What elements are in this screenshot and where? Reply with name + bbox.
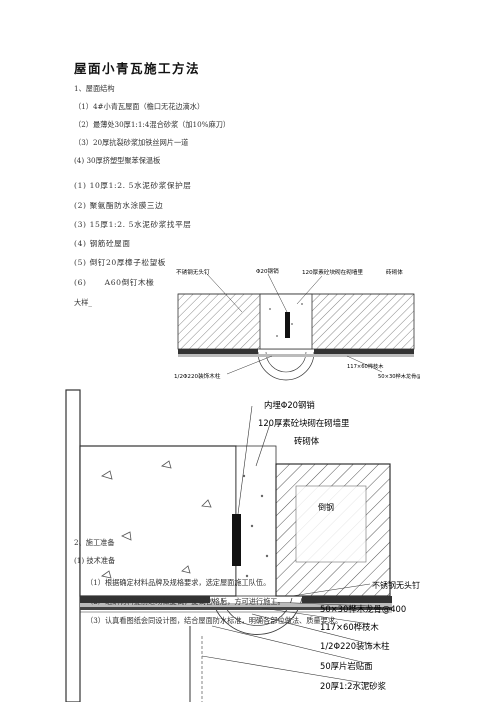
drawing2-label: 砖砌体	[294, 436, 320, 446]
text-line: (3) 15厚1:2. 5水泥砂浆找平层	[74, 220, 192, 229]
drawing1-label: Φ20钢销	[256, 267, 279, 275]
drawing2-label: 倒钢	[318, 502, 334, 512]
drawing1-label: 砖砌体	[386, 268, 403, 276]
text-line: (4) 钢筋砼屋面	[74, 239, 131, 248]
drawing2-label: 50厚片岩贴面	[320, 661, 373, 671]
drawing2-label: 不锈钢无头钉	[372, 580, 420, 590]
list-item: （3）认真看图纸会同设计图，结合屋面防水标准，明确各部位做法、质量要求。	[86, 616, 343, 625]
drawing2-label: 117×60桦枝木	[320, 622, 379, 632]
text-line: （2）最薄处30厚1:1:4混合砂浆（加10%麻刀）	[74, 120, 231, 129]
drawing1-label: 不锈钢无头钉	[176, 268, 210, 276]
drawing1-label: 117×60桦枝木	[347, 362, 384, 370]
text-line: (5) 倒钉20厚樟子松望板	[74, 258, 166, 267]
text-line: （1）4#小青瓦屋面（檐口无花边滴水）	[74, 102, 205, 111]
drawing2-label: 20厚1:2水泥砂浆	[320, 681, 387, 691]
text-line: (4) 30厚挤塑型聚苯保温板	[74, 156, 161, 165]
drawing1-label: 1/2Φ220装饰木柱	[174, 372, 221, 380]
page-title: 屋面小青瓦施工方法	[74, 61, 201, 76]
drawing2-label: 50×30桦木龙骨@400	[320, 604, 406, 614]
list-item: （1）根据确定材料品牌及规格要求，选定屋面施工队伍。	[86, 578, 271, 587]
text-line: (6) A60倒钉木椽	[74, 278, 155, 287]
large-section-drawing: 内埋Φ20钢销 120厚素砼块砌在砌墙里 砖砌体 倒钢 不锈钢无头钉 50×30…	[65, 389, 420, 702]
drawing2-label: 1/2Φ220装饰木柱	[320, 641, 390, 651]
text-line: （3）20厚抗裂砂浆加铁丝网片一道	[74, 138, 189, 147]
text-line: (1) 10厚1:2. 5水泥砂浆保护层	[74, 181, 192, 190]
drawing1-label: 120厚素砼块砌在砌墙里	[302, 268, 363, 276]
list-item: （2）组织材料提前进场做复试，复试合格后，方可进行施工。	[86, 597, 285, 606]
detail-label: 大样_	[74, 298, 92, 307]
drawing2-label: 120厚素砼块砌在砌墙里	[258, 418, 349, 428]
drawing1-label: 50×30桦木龙骨@400	[378, 372, 420, 380]
drawing2-label: 内埋Φ20钢销	[264, 400, 315, 410]
text-line: (2) 聚氨酯防水涂膜三边	[74, 201, 164, 210]
subheading: (1) 技术准备	[74, 556, 116, 565]
section-detail-drawing: 不锈钢无头钉 Φ20钢销 120厚素砼块砌在砌墙里 砖砌体 1/2Φ220装饰木…	[174, 267, 420, 381]
section-heading: 2、施工准备	[74, 538, 115, 547]
section-heading: 1、屋面结构	[74, 84, 115, 93]
